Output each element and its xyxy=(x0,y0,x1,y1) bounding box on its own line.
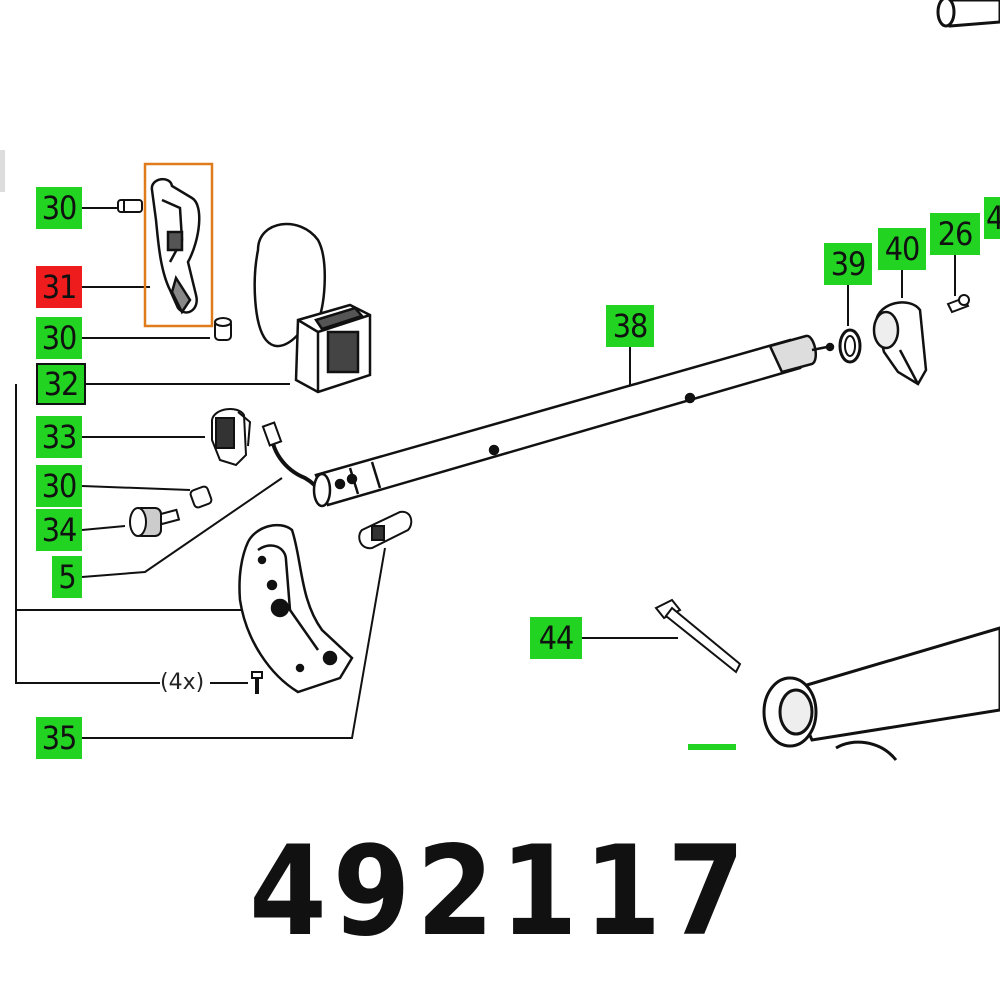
callout-44[interactable]: 44 xyxy=(530,617,582,659)
part-number: 492117 xyxy=(249,820,751,964)
part-30c-sleeve xyxy=(189,485,213,509)
part-30b-sleeve xyxy=(214,317,232,341)
callout-35[interactable]: 35 xyxy=(36,717,82,759)
part-44-bolt xyxy=(654,598,742,674)
part-34-knob xyxy=(129,507,181,537)
callout-40[interactable]: 40 xyxy=(878,228,926,270)
part-31-lever xyxy=(150,178,201,315)
part-31-highlight-box xyxy=(143,162,214,328)
leader-34 xyxy=(81,525,126,531)
leader-30c xyxy=(81,485,191,491)
part-30a-pin xyxy=(117,199,143,213)
part-5-cable xyxy=(261,421,324,496)
pipe-fragment-top xyxy=(936,0,1000,28)
callout-33[interactable]: 33 xyxy=(36,416,82,458)
callout-26[interactable]: 26 xyxy=(930,213,980,255)
part-39-ring xyxy=(838,328,862,364)
part-38-tube xyxy=(312,334,835,508)
callout-39[interactable]: 39 xyxy=(824,243,872,285)
callout-30c[interactable]: 30 xyxy=(36,465,82,507)
edge-mark xyxy=(0,150,5,192)
part-40-bracket xyxy=(872,301,928,386)
callout-5[interactable]: 5 xyxy=(52,556,82,598)
lower-tube xyxy=(688,626,1000,761)
callout-4x[interactable]: 4 xyxy=(984,197,1000,239)
callout-34[interactable]: 34 xyxy=(36,509,82,551)
callout-30a[interactable]: 30 xyxy=(36,187,82,229)
callout-38[interactable]: 38 xyxy=(606,305,654,347)
part-32-cover-shell xyxy=(238,523,354,694)
part-26-screw xyxy=(946,294,970,314)
part-35-button xyxy=(358,510,413,550)
bracket-32 xyxy=(15,384,160,684)
screw-4x xyxy=(251,671,263,694)
callout-32[interactable]: 32 xyxy=(36,363,86,405)
callout-30b[interactable]: 30 xyxy=(36,317,82,359)
part-32-handle-housing xyxy=(253,222,372,394)
part-33-switch xyxy=(211,408,252,467)
quantity-note: (4x) xyxy=(160,670,205,695)
leader-5 xyxy=(81,477,283,578)
leader-35 xyxy=(82,547,386,739)
callout-31[interactable]: 31 xyxy=(36,266,82,308)
